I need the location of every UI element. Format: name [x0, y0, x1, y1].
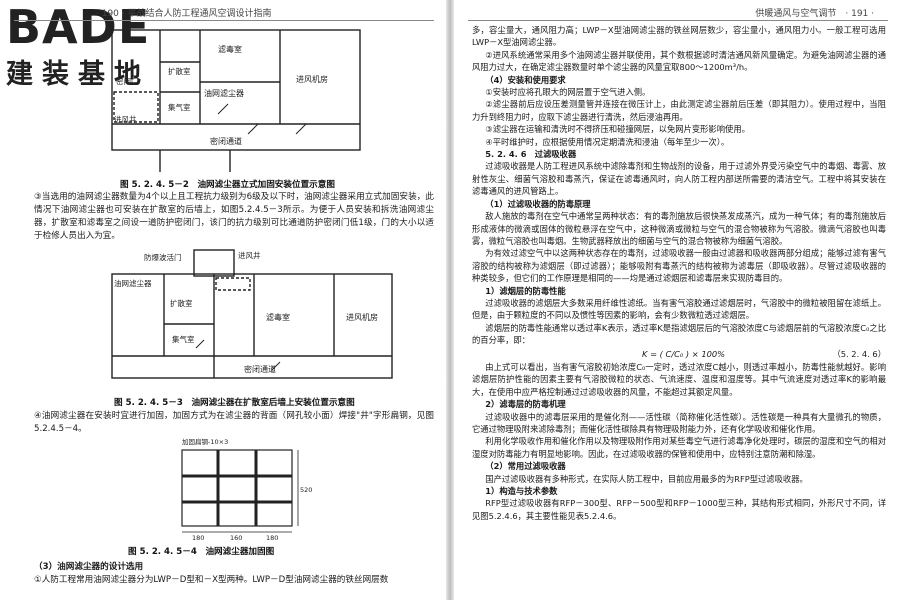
- paragraph: 为有效过滤空气中以这两种状态存在的毒剂，过滤吸收器一般由过滤器和吸收器两部分组成…: [472, 248, 886, 284]
- label-filter-room: 滤毒室: [218, 44, 242, 54]
- paragraph: 国产过滤吸收器有多种形式，在实际人防工程中，目前应用最多的为RFP型过滤吸收器。: [485, 473, 808, 484]
- dim-b1: 180: [192, 534, 204, 542]
- book-gutter: [446, 0, 454, 600]
- paragraph: ④平时维护时，应根据使用情况定期清洗和浸油（每年至少一次）。: [485, 136, 730, 147]
- logo-cn: 建装基地: [6, 59, 150, 90]
- formula-5-2-4-6: K = ( C/C₀ ) × 100% （5. 2. 4. 6）: [472, 348, 886, 360]
- header-rule-right: [468, 20, 888, 21]
- right-page: 供暖通风与空气调节 · 191 · 多，容尘量大，通风阻力高；LWP－X型油网滤…: [454, 0, 900, 600]
- paragraph: 过滤吸收器的滤烟层大多数采用纤维性滤纸。当有害气溶胶通过滤烟层时，气溶胶中的微粒…: [472, 297, 886, 321]
- reinforcement-drawing: 加固扁钢-10×3 520 180 160 180: [181, 437, 312, 542]
- right-body-text: 多，容尘量大，通风阻力高；LWP－X型油网滤尘器的铁丝网层数少，容尘量小，通风阻…: [472, 24, 886, 522]
- paragraph: 滤烟层的防毒性能通常以透过率K表示，透过率K是指滤烟层后的气溶胶浓度C与滤烟层前…: [472, 322, 886, 346]
- floor-plan-1: 滤毒室 油网滤尘器 扩散室 集气室 密闭门 进风机房 密闭通道 进风井: [111, 29, 361, 172]
- dim-side: 520: [300, 486, 312, 494]
- section-heading: （2）常用过滤吸收器: [485, 461, 566, 472]
- paragraph-5: ①人防工程常用油网滤尘器分为LWP－D型和－X型两种。LWP－D型油网滤尘器的铁…: [34, 575, 389, 585]
- section-heading: （4）安装和使用要求: [485, 74, 566, 85]
- dim-b2: 160: [230, 534, 242, 542]
- paragraph: 多，容尘量大，通风阻力高；LWP－X型油网滤尘器的铁丝网层数少，容尘量小，通风阻…: [472, 25, 886, 48]
- section-heading: 5. 2. 4. 6 过滤吸收器: [485, 149, 577, 160]
- label-blast-door: 防爆波活门: [144, 252, 182, 262]
- label-sealed-passage-2: 密闭通道: [244, 364, 276, 374]
- heading-3: （3）油网滤尘器的设计选用: [34, 562, 144, 572]
- formula-expression: K = ( C/C₀ ) × 100%: [642, 348, 726, 359]
- running-head-right: 供暖通风与空气调节 · 191 ·: [755, 9, 874, 19]
- label-oil-filter: 油网滤尘器: [204, 88, 244, 98]
- paragraph: 敌人施放的毒剂在空气中通常呈两种状态：有的毒剂施放后很快蒸发成蒸汽，成为一种气体…: [472, 211, 886, 246]
- label-filter-room-2: 滤毒室: [266, 312, 290, 322]
- paragraph: ②滤尘器前后应设压差测量管并连接在微压计上，由此测定滤尘器前后压差（即其阻力）。…: [472, 99, 886, 122]
- paragraph-3: ③当选用的油网滤尘器数量为4个以上且工程抗力级别为6级及以下时，油网滤尘器采用立…: [34, 192, 434, 241]
- section-heading: 1）滤烟层的防毒性能: [485, 285, 566, 296]
- paragraph-4: ④油网滤尘器在安装时宜进行加固，加固方式为在滤尘器的背面（网孔较小面）焊接"井"…: [34, 411, 434, 434]
- running-head: · 190 · 平战结合人防工程通风空调设计指南: [96, 9, 272, 19]
- header-rule: [14, 20, 434, 21]
- paragraph: 过滤吸收器中的滤毒层采用的是催化剂——活性碳（简称催化活性碳）。活性碳是一种具有…: [472, 411, 886, 434]
- caption-fig2: 图 5. 2. 4. 5－3 油网滤尘器在扩散室后墙上安装位置示意图: [114, 398, 355, 408]
- label-oil-filter-2: 油网滤尘器: [114, 278, 152, 288]
- section-heading: 2）滤毒层的防毒机理: [485, 399, 566, 410]
- label-fan-room: 进风机房: [296, 74, 328, 84]
- label-fan-room-2: 进风机房: [346, 312, 378, 322]
- figure-5-2-4-5-3: 进风井 防爆波活门 油网滤尘器 扩散室 滤毒室 进风机房 集气室 密闭通道: [104, 244, 400, 394]
- label-air-well: 进风井: [114, 114, 137, 124]
- paragraph: 利用化学吸收作用和催化作用以及物理吸附作用对某些毒空气进行滤毒净化处理时，碳层的…: [472, 436, 886, 459]
- logo-word: BADE: [6, 0, 151, 54]
- paragraph: 由上式可以看出，当有害气溶胶初始浓度C₀一定时，透过浓度C越小，则透过率越小，防…: [472, 361, 886, 397]
- watermark-logo: BADE 建装基地: [6, 0, 166, 90]
- figure-5-2-4-5-2: 滤毒室 油网滤尘器 扩散室 集气室 密闭门 进风机房 密闭通道 进风井: [100, 22, 400, 174]
- caption-fig1: 图 5. 2. 4. 5－2 油网滤尘器立式加固安装位置示意图: [120, 180, 335, 190]
- paragraph: 过滤吸收器是人防工程进风系统中滤除毒剂和生物战剂的设备，用于过滤外界受污染空气中…: [472, 161, 886, 197]
- label-expansion-room-2: 扩散室: [170, 298, 193, 308]
- label-air-well-2: 进风井: [238, 250, 261, 260]
- dim-b3: 180: [266, 534, 278, 542]
- caption-fig3: 图 5. 2. 4. 5－4 油网滤尘器加固图: [128, 547, 275, 557]
- section-heading: 1）构造与技术参数: [485, 486, 558, 497]
- formula-number: （5. 2. 4. 6）: [832, 348, 886, 359]
- label-expansion-room: 扩散室: [168, 66, 191, 76]
- section-heading: （1）过滤吸收器的防毒原理: [485, 198, 591, 209]
- label-sealed-passage: 密闭通道: [210, 136, 242, 146]
- figure-5-2-4-5-4: 加固扁钢-10×3 520 180 160 180: [160, 436, 320, 542]
- paragraph: ③滤尘器在运输和清洗时不得挤压和碰撞网层，以免网片变形影响使用。: [485, 124, 750, 135]
- floor-plan-2: 进风井 防爆波活门 油网滤尘器 扩散室 滤毒室 进风机房 集气室 密闭通道: [111, 249, 393, 379]
- label-dust-room: 集气室: [168, 102, 191, 112]
- paragraph: ②进风系统通常采用多个油网滤尘器并联使用，其个数根据滤时清洁通风新风量确定。为避…: [472, 49, 886, 73]
- label-sealed-door: 密闭门: [116, 76, 139, 86]
- paragraph: ①安装时应将孔眼大的网层置于空气进入侧。: [485, 87, 651, 98]
- left-page: BADE 建装基地 · 190 · 平战结合人防工程通风空调设计指南: [0, 0, 446, 600]
- paragraph: RFP型过滤吸收器有RFP－300型、RFP－500型和RFP－1000型三种，…: [472, 498, 886, 521]
- label-steel: 加固扁钢-10×3: [182, 437, 228, 446]
- label-dust-room-2: 集气室: [172, 334, 195, 344]
